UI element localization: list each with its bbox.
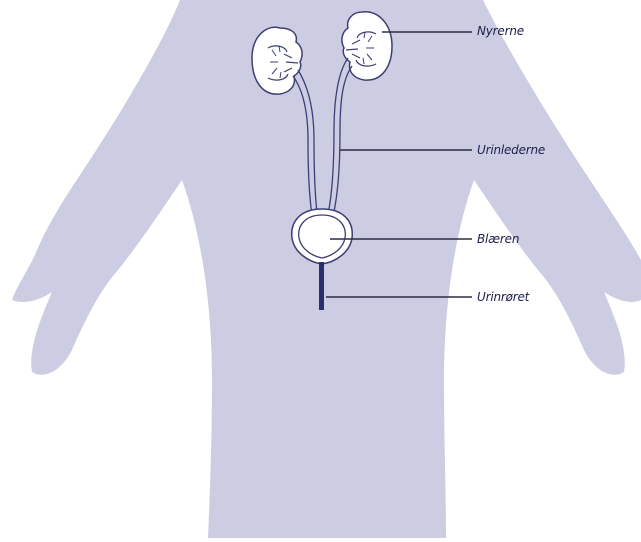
label-urethra: Urinrøret [477,290,529,304]
label-kidneys: Nyrerne [477,24,524,38]
urethra [319,262,324,310]
kidney-left [252,27,302,94]
label-ureters: Urinlederne [477,143,545,157]
body-silhouette [12,0,641,538]
label-bladder: Blæren [477,232,519,246]
